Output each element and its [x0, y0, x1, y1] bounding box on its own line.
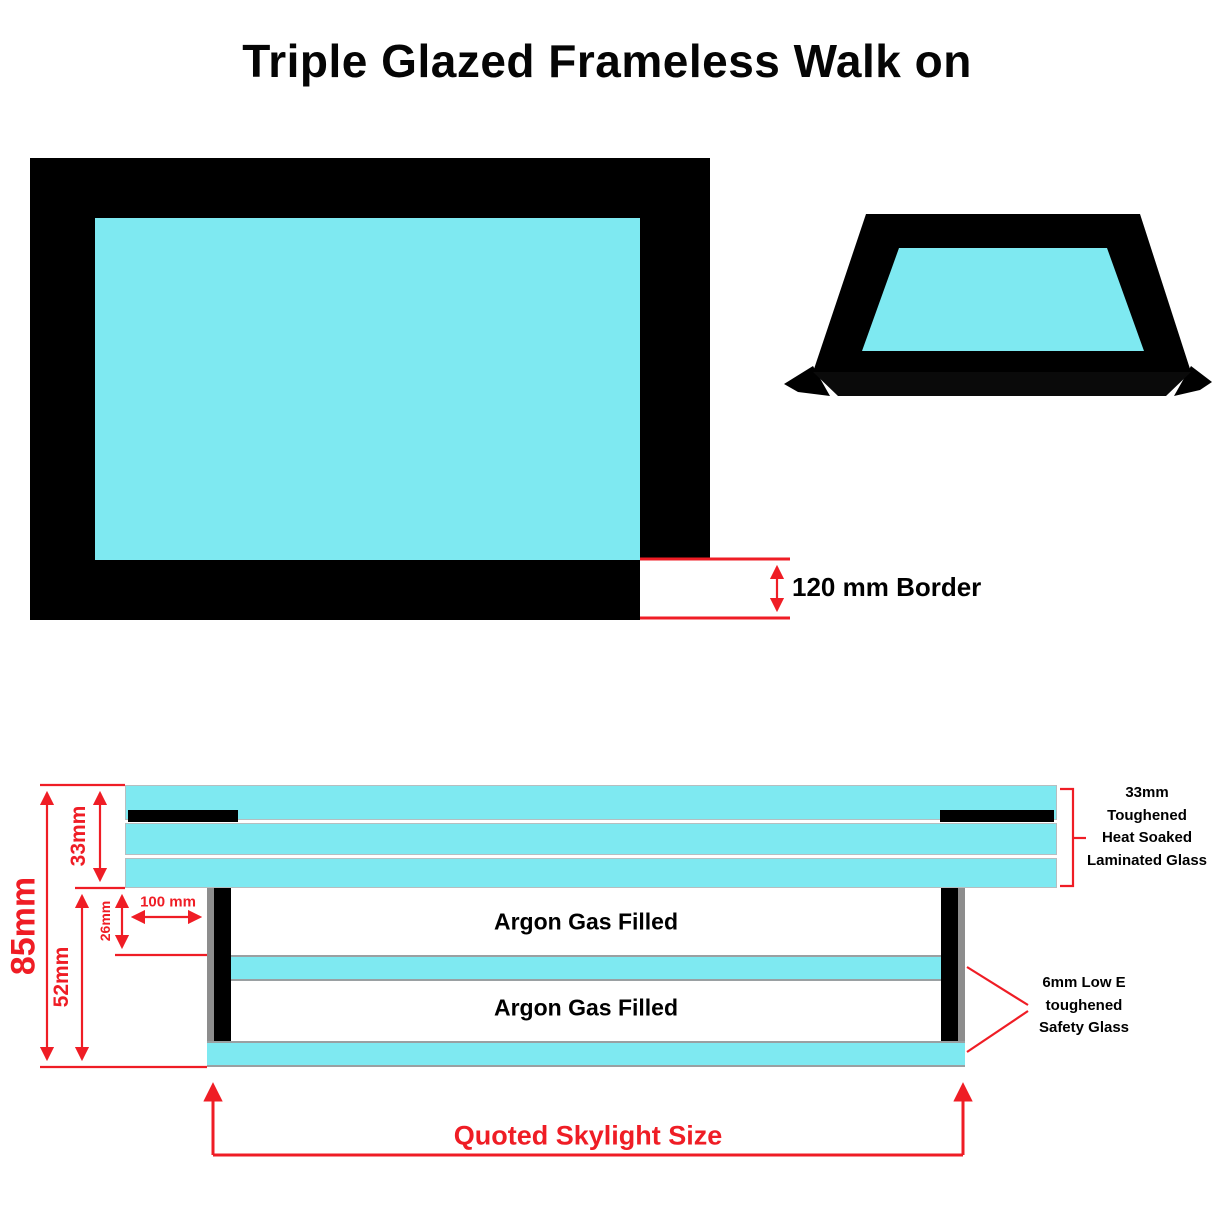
dim-33mm-label: 33mm	[67, 805, 90, 867]
top-glass-ply-1	[125, 785, 1057, 820]
diagram-title: Triple Glazed Frameless Walk on	[242, 35, 972, 87]
dim-52mm-label: 52mm	[50, 946, 73, 1008]
spacer-gray-left	[207, 888, 214, 1041]
safety-glass-label-line1: 6mm Low E	[1042, 974, 1126, 991]
argon-label-1: Argon Gas Filled	[493, 908, 679, 935]
perspective-glass	[862, 248, 1144, 351]
perspective-skirt	[813, 372, 1191, 396]
top-glass-ply-2	[125, 823, 1057, 855]
top-view-glass	[95, 218, 640, 560]
dim-100mm-label: 100 mm	[140, 893, 196, 911]
safety-glass-label-line3: Safety Glass	[1038, 1019, 1130, 1036]
dim-85mm-label: 85mm	[4, 876, 43, 976]
laminated-glass-label-line1: 33mm	[1125, 784, 1169, 801]
laminate-seal-left	[128, 810, 238, 822]
quoted-size-label: Quoted Skylight Size	[453, 1120, 723, 1151]
bottom-glass-pane	[207, 1041, 965, 1067]
middle-glass-pane	[207, 955, 965, 981]
safety-glass-label: 6mm Low E toughened Safety Glass	[1024, 972, 1144, 1040]
perspective-flange-right	[1174, 366, 1212, 396]
spacer-left	[214, 888, 231, 1041]
spacer-gray-right	[958, 888, 965, 1041]
perspective-flange-left	[784, 366, 830, 396]
spacer-right	[941, 888, 958, 1041]
laminate-seal-right	[940, 810, 1054, 822]
laminated-glass-label-line4: Laminated Glass	[1086, 851, 1208, 869]
laminated-glass-label-line3: Heat Soaked	[1101, 829, 1193, 846]
border-cutout	[640, 560, 790, 620]
laminated-glass-label: 33mm Toughened Heat Soaked Laminated Gla…	[1082, 782, 1212, 872]
perspective-view	[784, 214, 1212, 396]
top-glass-ply-3	[125, 858, 1057, 888]
safety-glass-pointer-lines	[966, 966, 1029, 1053]
dim-26mm-label: 26mm	[97, 900, 113, 942]
border-dimension-label: 120 mm Border	[792, 572, 982, 602]
argon-label-2: Argon Gas Filled	[493, 994, 679, 1021]
safety-glass-label-line2: toughened	[1045, 996, 1123, 1014]
laminated-glass-label-line2: Toughened	[1107, 806, 1187, 824]
